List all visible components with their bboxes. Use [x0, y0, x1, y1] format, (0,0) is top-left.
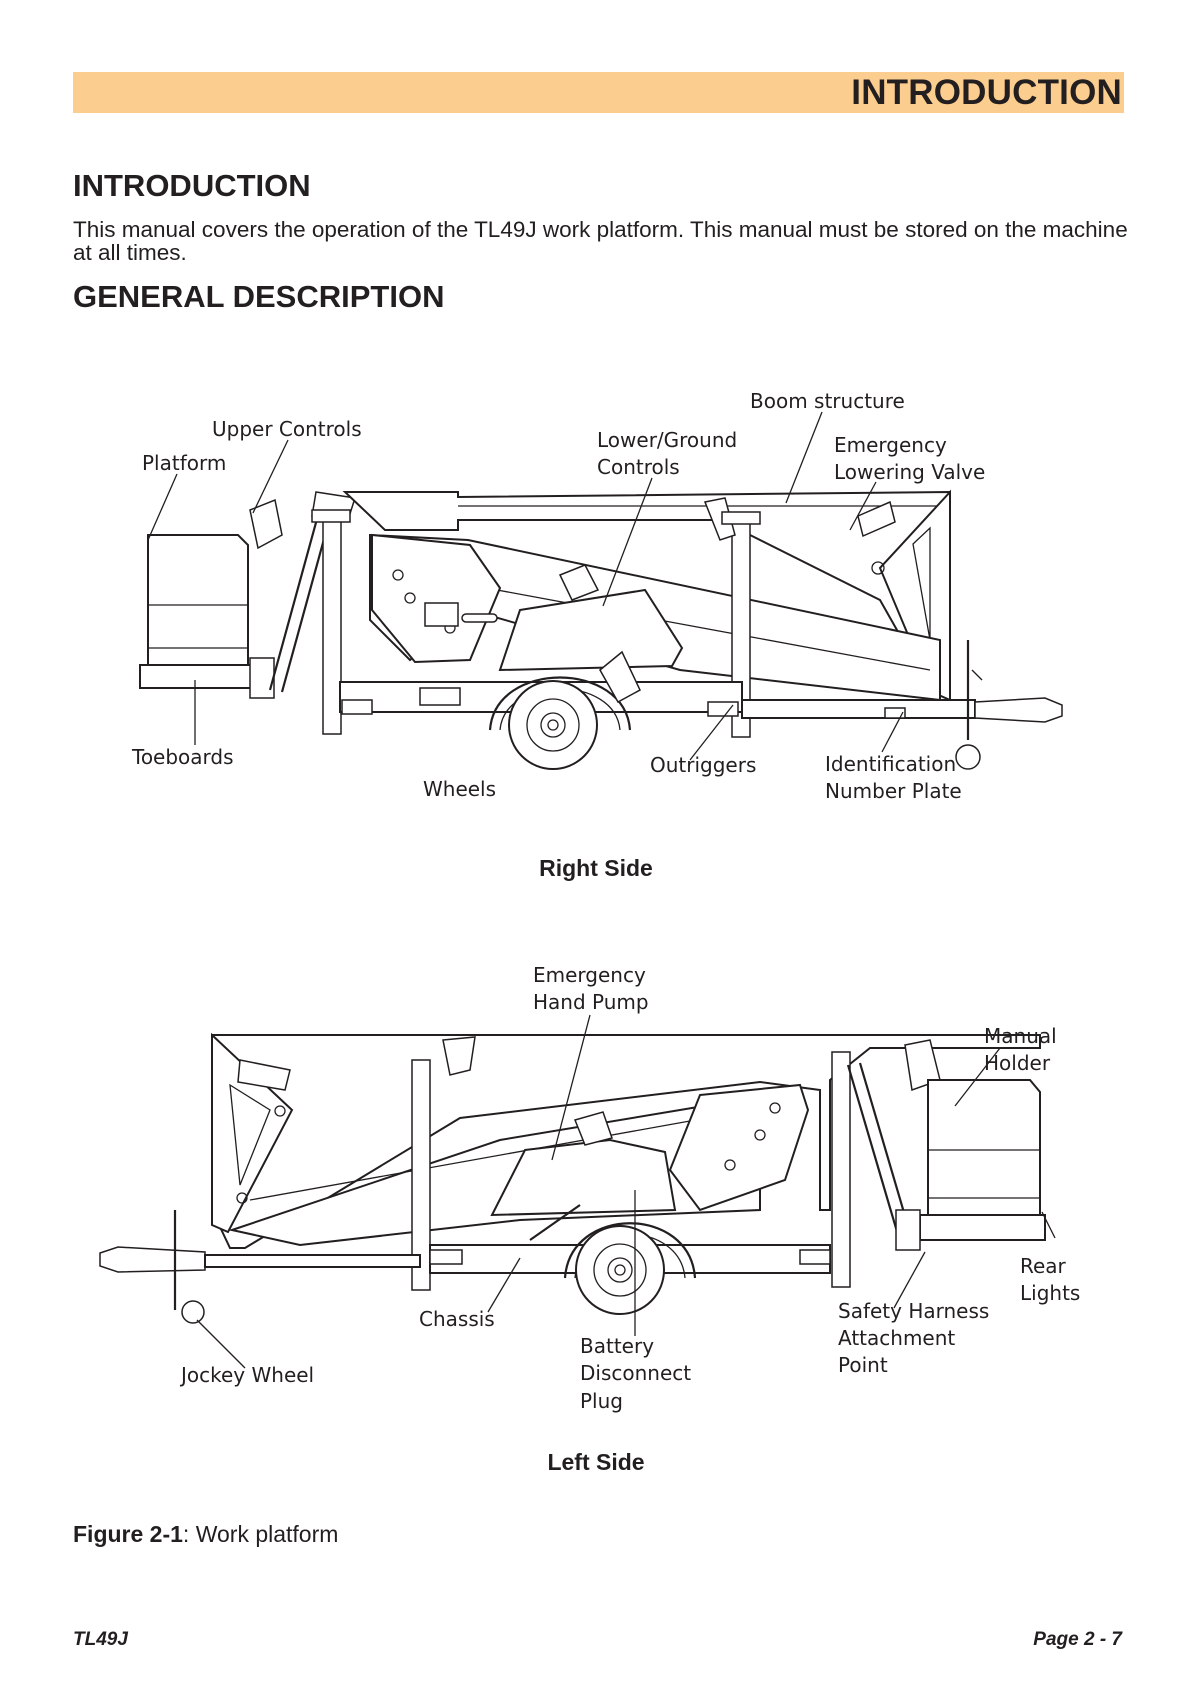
label-battery-plug-line1: Battery — [580, 1334, 654, 1358]
platform-basket — [147, 534, 249, 666]
label-platform: Platform — [142, 451, 226, 475]
left-wheel — [575, 1225, 665, 1315]
label-lower-ground-controls-line1: Lower/Ground — [597, 428, 737, 452]
right-side-caption: Right Side — [539, 855, 653, 881]
jockey-wheel — [955, 744, 981, 770]
label-rear-lights-line1: Rear — [1020, 1254, 1067, 1278]
platform-rotator — [249, 657, 275, 699]
label-emergency-hand-pump-line1: Emergency — [533, 963, 646, 987]
label-chassis: Chassis — [419, 1307, 495, 1331]
general-description-heading: GENERAL DESCRIPTION — [73, 279, 445, 314]
label-upper-controls: Upper Controls — [212, 417, 362, 441]
banner-title: INTRODUCTION — [851, 72, 1122, 112]
right-side-leaders — [147, 411, 904, 761]
figure-caption: Figure 2-1: Work platform — [73, 1521, 338, 1548]
right-wheel — [508, 680, 598, 770]
left-drawbar — [99, 1246, 206, 1273]
label-battery-plug-line2: Disconnect — [580, 1361, 691, 1385]
pivot-plate — [371, 533, 502, 664]
label-emergency-lowering-valve-line1: Emergency — [834, 433, 947, 457]
figure-title: : Work platform — [182, 1521, 339, 1547]
drawbar — [974, 697, 1063, 723]
label-identification-plate-line1: Identification — [825, 752, 956, 776]
left-side-machine-drawing — [99, 1032, 1046, 1324]
label-emergency-lowering-valve-line2: Lowering Valve — [834, 460, 985, 484]
label-outriggers: Outriggers — [650, 753, 756, 777]
footer-model: TL49J — [73, 1629, 128, 1650]
figure-number: Figure 2-1 — [73, 1521, 183, 1547]
left-outrigger-post-front — [411, 1059, 431, 1291]
left-outrigger-post-rear — [831, 1051, 851, 1288]
label-safety-harness-line1: Safety Harness — [838, 1299, 989, 1323]
left-platform-basket — [927, 1079, 1041, 1216]
label-manual-holder-line1: Manual — [984, 1024, 1057, 1048]
label-rear-lights-line2: Lights — [1020, 1281, 1080, 1305]
left-jockey-wheel — [181, 1300, 205, 1324]
section-banner: INTRODUCTION — [73, 72, 1124, 113]
label-wheels: Wheels — [423, 777, 496, 801]
label-emergency-hand-pump-line2: Hand Pump — [533, 990, 649, 1014]
left-side-leaders — [196, 1014, 1056, 1369]
label-boom-structure: Boom structure — [750, 389, 905, 413]
left-side-labels: Emergency Hand Pump Manual Holder Rear L… — [179, 963, 1080, 1413]
outrigger-post-rear — [322, 517, 342, 735]
upper-controls-box — [249, 498, 283, 550]
label-manual-holder-line2: Holder — [984, 1051, 1051, 1075]
introduction-paragraph: This manual covers the operation of the … — [73, 217, 1128, 265]
label-battery-plug-line3: Plug — [580, 1389, 623, 1413]
right-side-labels: Upper Controls Platform Lower/Ground Con… — [131, 389, 985, 803]
left-side-caption: Left Side — [547, 1449, 645, 1475]
label-toeboards: Toeboards — [131, 745, 234, 769]
toeboard — [139, 664, 263, 689]
left-platform-rotator — [895, 1209, 921, 1251]
label-safety-harness-line3: Point — [838, 1353, 888, 1377]
introduction-heading: INTRODUCTION — [73, 168, 311, 203]
footer-page-number: Page 2 - 7 — [1033, 1629, 1122, 1650]
lower-controls-cover — [498, 588, 684, 672]
label-jockey-wheel: Jockey Wheel — [179, 1363, 314, 1387]
label-identification-plate-line2: Number Plate — [825, 779, 962, 803]
label-safety-harness-line2: Attachment — [838, 1326, 955, 1350]
boom-structure — [342, 490, 951, 702]
label-lower-ground-controls-line2: Controls — [597, 455, 680, 479]
right-side-machine-drawing — [139, 489, 1063, 770]
